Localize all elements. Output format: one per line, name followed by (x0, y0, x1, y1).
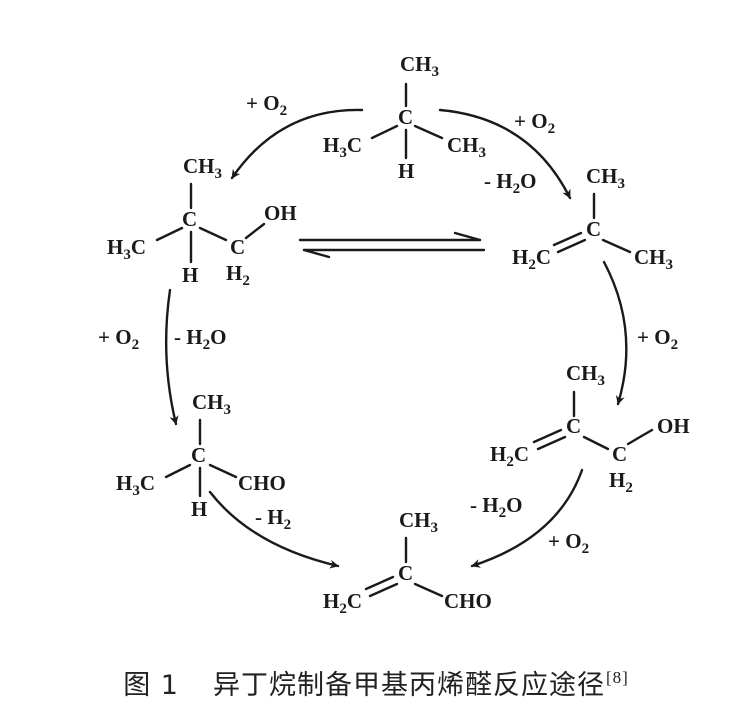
reagent-minus-h2: - H2 (255, 505, 291, 533)
isobutanol-h3c-left: H3C (107, 235, 146, 263)
isobutanol-ch3-top: CH3 (183, 154, 222, 182)
arrow-isobutane-to-isobutene (438, 108, 572, 200)
reagent-minus-h2o: - H2O (470, 493, 522, 521)
arrow-isobutane-to-isobutanol (230, 108, 364, 180)
reagent-plus-o2: + O2 (637, 325, 678, 353)
double-bond (556, 238, 587, 254)
isobutanol-center-c: C (182, 207, 197, 231)
reagent-plus-o2: + O2 (548, 529, 589, 557)
methallyl-ch2-c: C (612, 442, 627, 466)
isobutene-ch3-top: CH3 (586, 164, 625, 192)
reagent-plus-o2: + O2 (514, 109, 555, 137)
isobutanol-ch2-c: C (230, 235, 245, 259)
methacrolein-center-c: C (398, 561, 413, 585)
arrow-aldehyde-to-methacrolein (208, 490, 340, 569)
reagent-minus-h2o: - H2O (484, 169, 536, 197)
arrow-isobutanol-to-aldehyde (164, 288, 179, 426)
isobutane-center-c: C (398, 105, 413, 129)
bond (155, 226, 184, 242)
bond (413, 124, 444, 140)
aldehyde-center-c: C (191, 443, 206, 467)
isobutene-center-c: C (586, 217, 601, 241)
isobutanol-h-bottom: H (182, 263, 198, 287)
methacrolein-ch3-top: CH3 (399, 508, 438, 536)
methallyl-alcohol: CH3 H2C C C H2 OH (490, 361, 690, 496)
isobutane: CH3 H3C C CH3 H (323, 52, 486, 183)
methacrolein-h2c-left: H2C (323, 589, 362, 617)
isobutyraldehyde: CH3 H3C C H CHO (116, 390, 286, 521)
bond (208, 463, 238, 479)
aldehyde-ch3-top: CH3 (192, 390, 231, 418)
isobutene-ch3-right: CH3 (634, 245, 673, 273)
arrow-methallyl-to-methacrolein (470, 468, 584, 568)
aldehyde-cho: CHO (238, 471, 286, 495)
methallyl-ch3-top: CH3 (566, 361, 605, 389)
arrow-isobutene-to-methallyl (602, 260, 628, 406)
isobutene-h2c-left: H2C (512, 245, 551, 273)
figure-label: 图 1 (123, 670, 179, 701)
double-bond (368, 582, 399, 598)
bond (164, 463, 192, 479)
double-bond (552, 231, 583, 247)
methallyl-h2c-left: H2C (490, 442, 529, 470)
double-bond (532, 428, 563, 444)
isobutene: CH3 H2C C CH3 (512, 164, 673, 273)
bond (413, 582, 444, 598)
methacrolein: CH3 H2C C CHO (323, 508, 492, 617)
aldehyde-h-bottom: H (191, 497, 207, 521)
isobutanol-oh: OH (264, 201, 297, 225)
reference-marker: [8] (605, 668, 629, 687)
figure-title: 异丁烷制备甲基丙烯醛反应途径 (212, 670, 605, 701)
isobutanol-ch2-h: H2 (226, 261, 250, 289)
methallyl-oh: OH (657, 414, 690, 438)
equilibrium-backward-head (302, 248, 331, 259)
isobutanol: CH3 H3C C H C H2 OH (107, 154, 297, 289)
equilibrium-forward-head (453, 231, 482, 242)
double-bond (364, 575, 395, 591)
isobutane-h3c-left: H3C (323, 133, 362, 161)
bond (582, 435, 610, 451)
figure-caption: 图 1 异丁烷制备甲基丙烯醛反应途径[8] (0, 663, 752, 702)
isobutane-ch3-right: CH3 (447, 133, 486, 161)
bond (601, 238, 632, 254)
methallyl-center-c: C (566, 414, 581, 438)
reagent-plus-o2: + O2 (98, 325, 139, 353)
isobutane-h-bottom: H (398, 159, 414, 183)
bond (626, 428, 654, 446)
isobutane-ch3-top: CH3 (400, 52, 439, 80)
double-bond (536, 435, 567, 451)
aldehyde-h3c-left: H3C (116, 471, 155, 499)
bond (370, 124, 399, 140)
reaction-scheme: CH3 H3C C CH3 H CH3 H3C C H C H2 OH CH3 … (98, 52, 690, 617)
methacrolein-cho: CHO (444, 589, 492, 613)
reagent-plus-o2: + O2 (246, 91, 287, 119)
reagent-minus-h2o: - H2O (174, 325, 226, 353)
methallyl-ch2-h: H2 (609, 468, 633, 496)
bond (244, 222, 266, 240)
bond (198, 226, 228, 242)
